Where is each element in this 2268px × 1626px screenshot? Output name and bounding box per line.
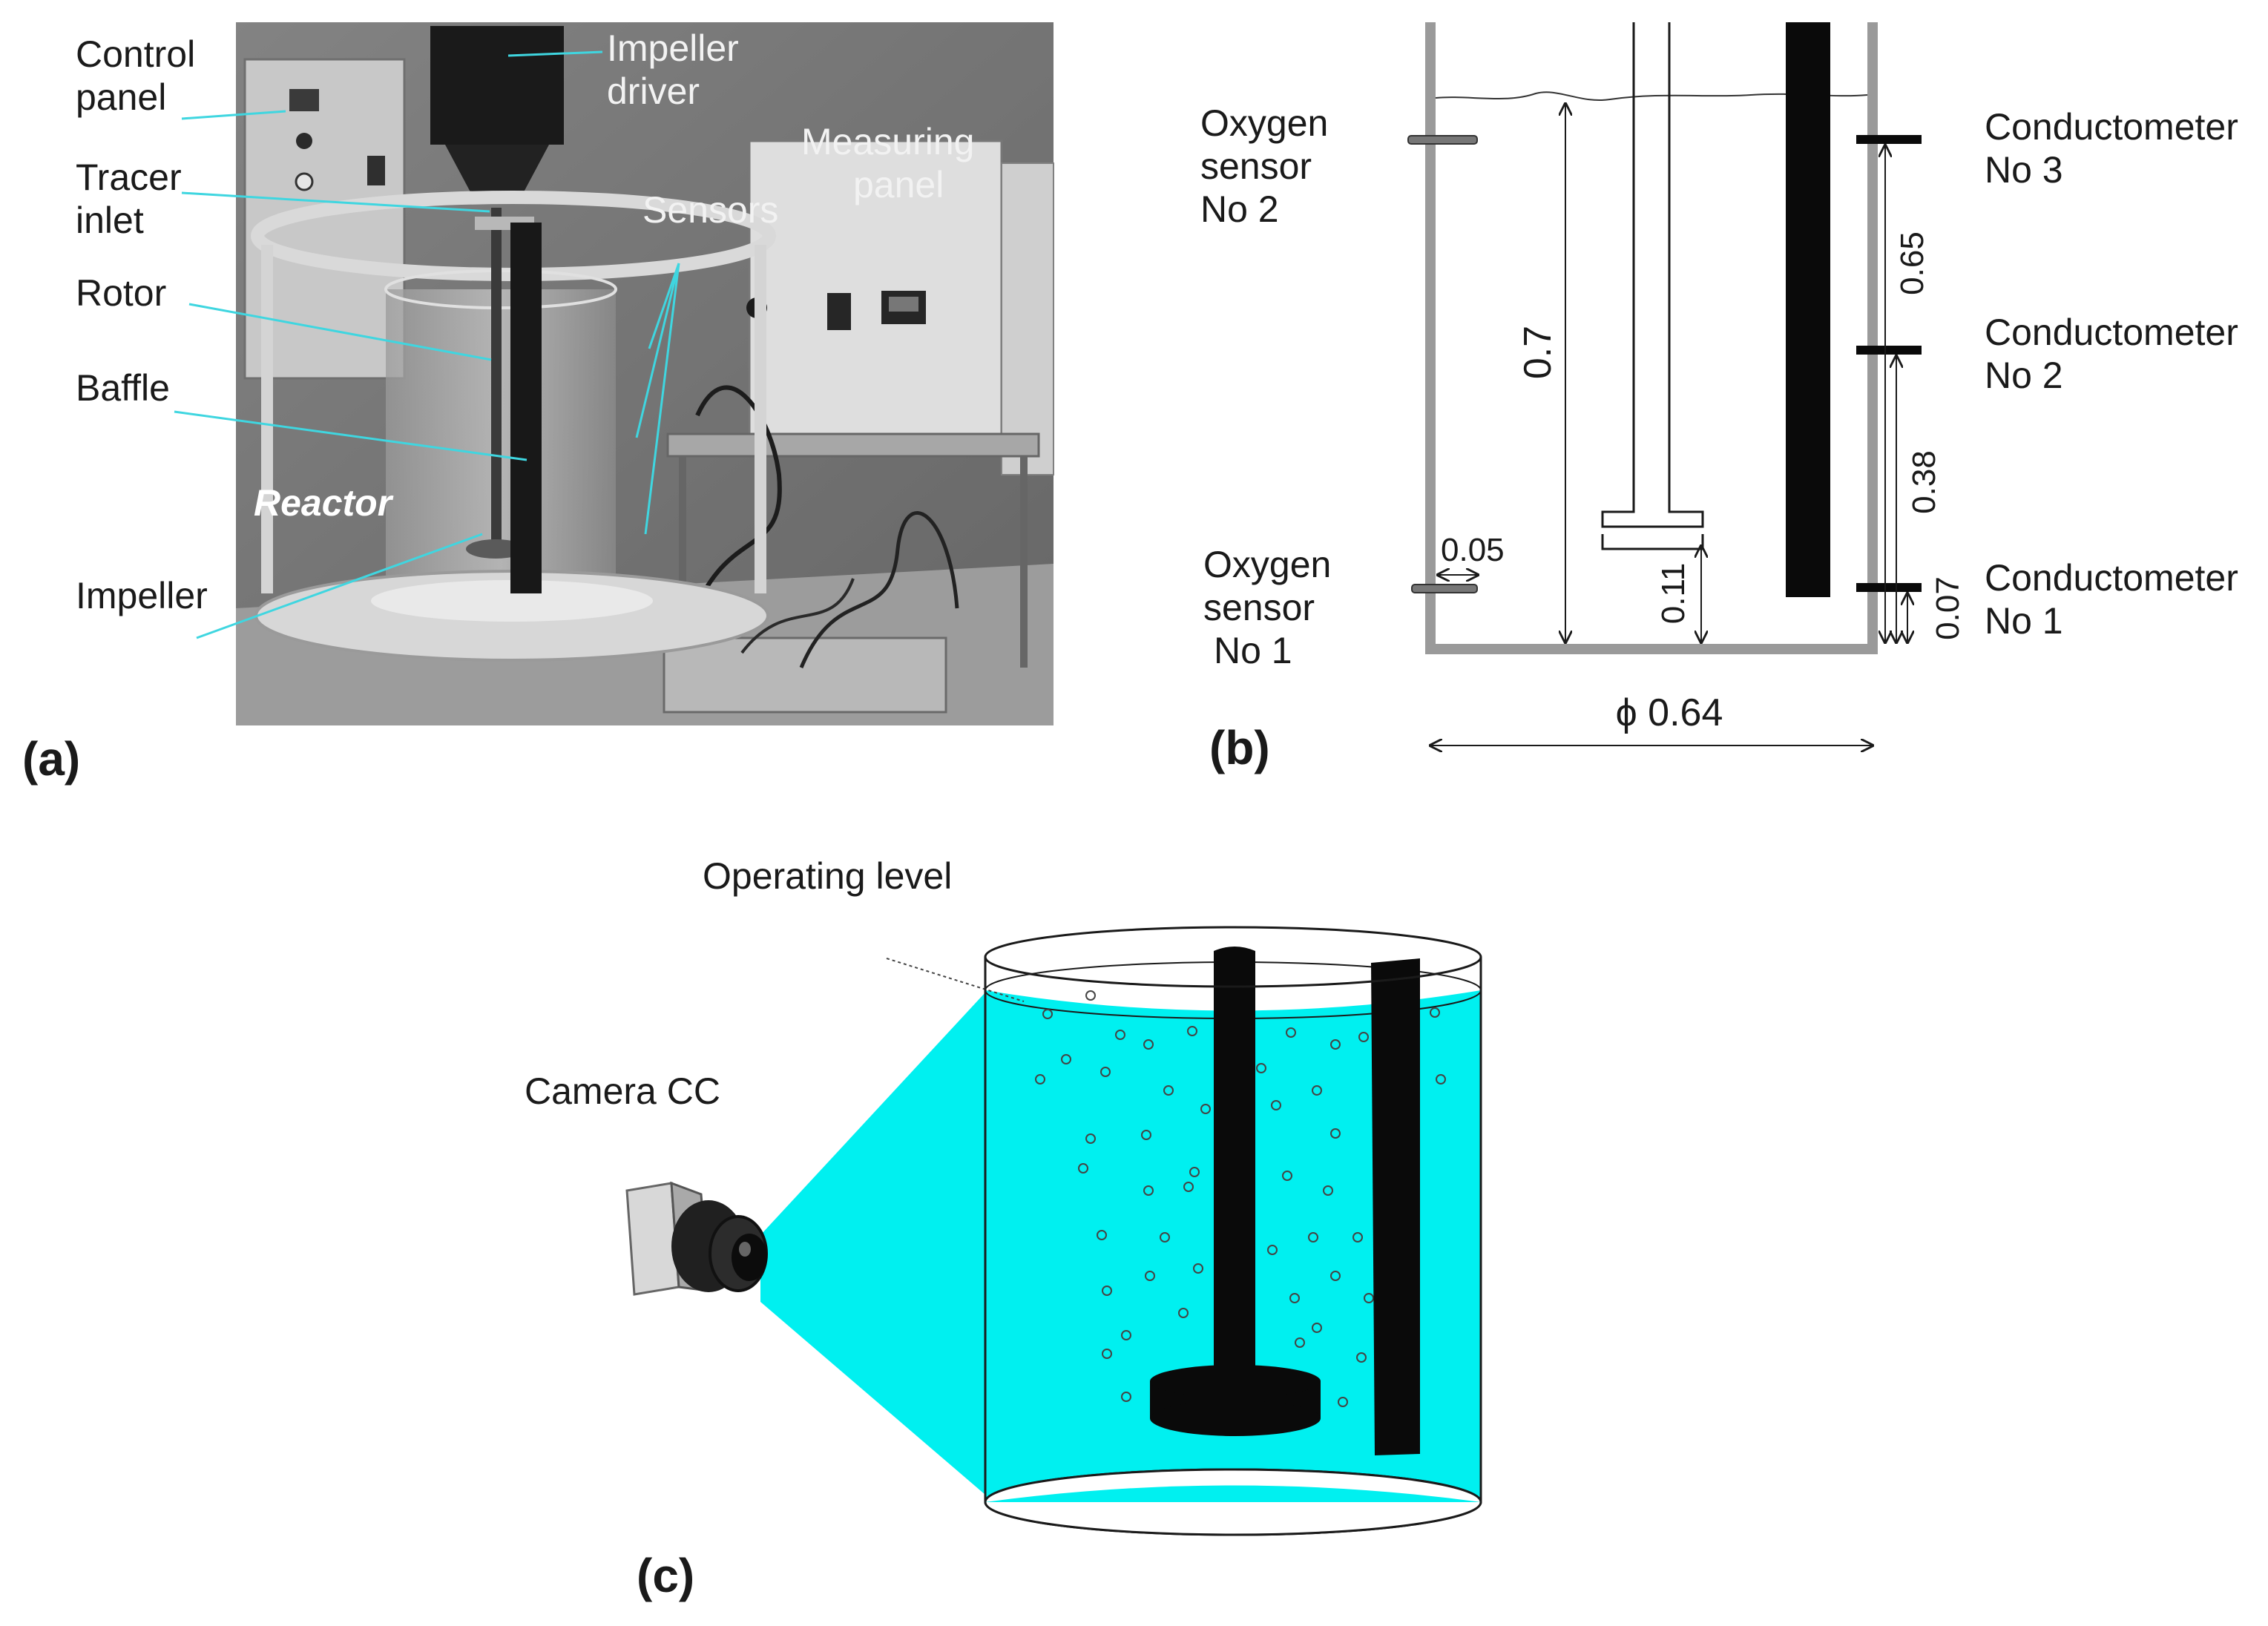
leader-tracer-inlet: [181, 191, 490, 213]
panel-a-leader-lines: [174, 50, 680, 639]
leader-sensors-2: [635, 263, 680, 438]
label-oxygen-sensor-1-line3: No 1: [1214, 630, 1292, 671]
panel-c: Operating level Camera CC (c): [525, 855, 1482, 1602]
label-impeller-driver-1: Impeller: [607, 27, 739, 69]
label-camera: Camera CC: [525, 1070, 720, 1112]
dim-sensor-offset: 0.05: [1441, 532, 1505, 568]
dim-impeller-clearance: 0.11: [1655, 563, 1692, 624]
leader-sensors-1: [648, 263, 680, 349]
label-rotor: Rotor: [76, 272, 166, 314]
dim-liquid-height: 0.7: [1516, 326, 1559, 379]
panel-b-tag: (b): [1209, 721, 1270, 774]
label-oxygen-sensor-2-line3: No 2: [1200, 188, 1279, 230]
label-conductometer-3-line2: No 3: [1985, 149, 2063, 191]
label-conductometer-3-line1: Conductometer: [1985, 106, 2238, 148]
cylinder-base-liquid: [985, 1485, 1481, 1502]
camera-icon: [625, 1181, 768, 1296]
conductometer-2-probe: [1856, 346, 1922, 355]
label-operating-level: Operating level: [703, 855, 952, 897]
oxygen-sensor-1-probe: [1411, 584, 1478, 593]
label-tracer-inlet-1: Tracer: [76, 157, 182, 198]
impeller-disc-3d: [1150, 1365, 1321, 1436]
panel-c-tag: (c): [637, 1549, 694, 1602]
tank-section: [1425, 22, 1878, 654]
dim-cond3-height: 0.65: [1894, 231, 1930, 295]
camera-view-cone: [760, 993, 985, 1495]
dim-diameter: ϕ 0.64: [1616, 691, 1723, 734]
oxygen-sensor-2-probe: [1407, 135, 1478, 145]
label-conductometer-2-line1: Conductometer: [1985, 312, 2238, 353]
impeller-shaft: [1601, 22, 1704, 550]
leader-sensors-3: [644, 263, 680, 535]
dim-cond2-height: 0.38: [1906, 450, 1942, 514]
label-impeller: Impeller: [76, 575, 208, 616]
label-measuring-panel-1: Measuring: [801, 121, 974, 162]
operating-level-pointer: [886, 958, 1025, 1002]
leader-impeller-driver: [507, 50, 603, 57]
label-conductometer-2-line2: No 2: [1985, 355, 2063, 396]
label-baffle: Baffle: [76, 367, 170, 409]
label-oxygen-sensor-2-line1: Oxygen: [1200, 102, 1328, 144]
label-conductometer-1-line1: Conductometer: [1985, 557, 2238, 599]
leader-rotor: [188, 303, 492, 361]
label-measuring-panel-2: panel: [853, 164, 944, 205]
baffle-3d: [1371, 958, 1420, 1455]
dimension-lines: [1430, 104, 1907, 745]
label-oxygen-sensor-2-line2: sensor: [1200, 145, 1312, 187]
leader-control-panel: [181, 110, 286, 120]
label-conductometer-1-line2: No 1: [1985, 600, 2063, 642]
conductometer-3-probe: [1856, 135, 1922, 144]
conductometer-1-probe: [1856, 583, 1922, 592]
label-oxygen-sensor-1-line1: Oxygen: [1203, 544, 1331, 585]
baffle: [1786, 22, 1830, 597]
impeller-shaft-3d: [1214, 947, 1255, 1395]
label-control-panel-2: panel: [76, 76, 166, 118]
label-impeller-driver-2: driver: [607, 70, 700, 112]
panel-a-tag: (a): [22, 732, 80, 786]
label-tracer-inlet-2: inlet: [76, 200, 144, 241]
label-sensors: Sensors: [642, 189, 778, 231]
leader-impeller: [196, 533, 483, 639]
leader-baffle: [174, 410, 527, 461]
dim-cond1-height: 0.07: [1930, 576, 1966, 640]
panel-a: Control panel Tracer inlet Rotor Baffle …: [22, 22, 1054, 786]
gas-bubbles: [1035, 990, 1446, 1407]
label-control-panel-1: Control: [76, 33, 195, 75]
reactor-photo: [236, 22, 1054, 725]
panel-b: 0.7 0.05 0.11 0.65 0.38 0.07 ϕ 0.64 Oxyg…: [1200, 22, 2238, 774]
label-reactor: Reactor: [254, 482, 394, 524]
label-oxygen-sensor-1-line2: sensor: [1203, 587, 1315, 628]
